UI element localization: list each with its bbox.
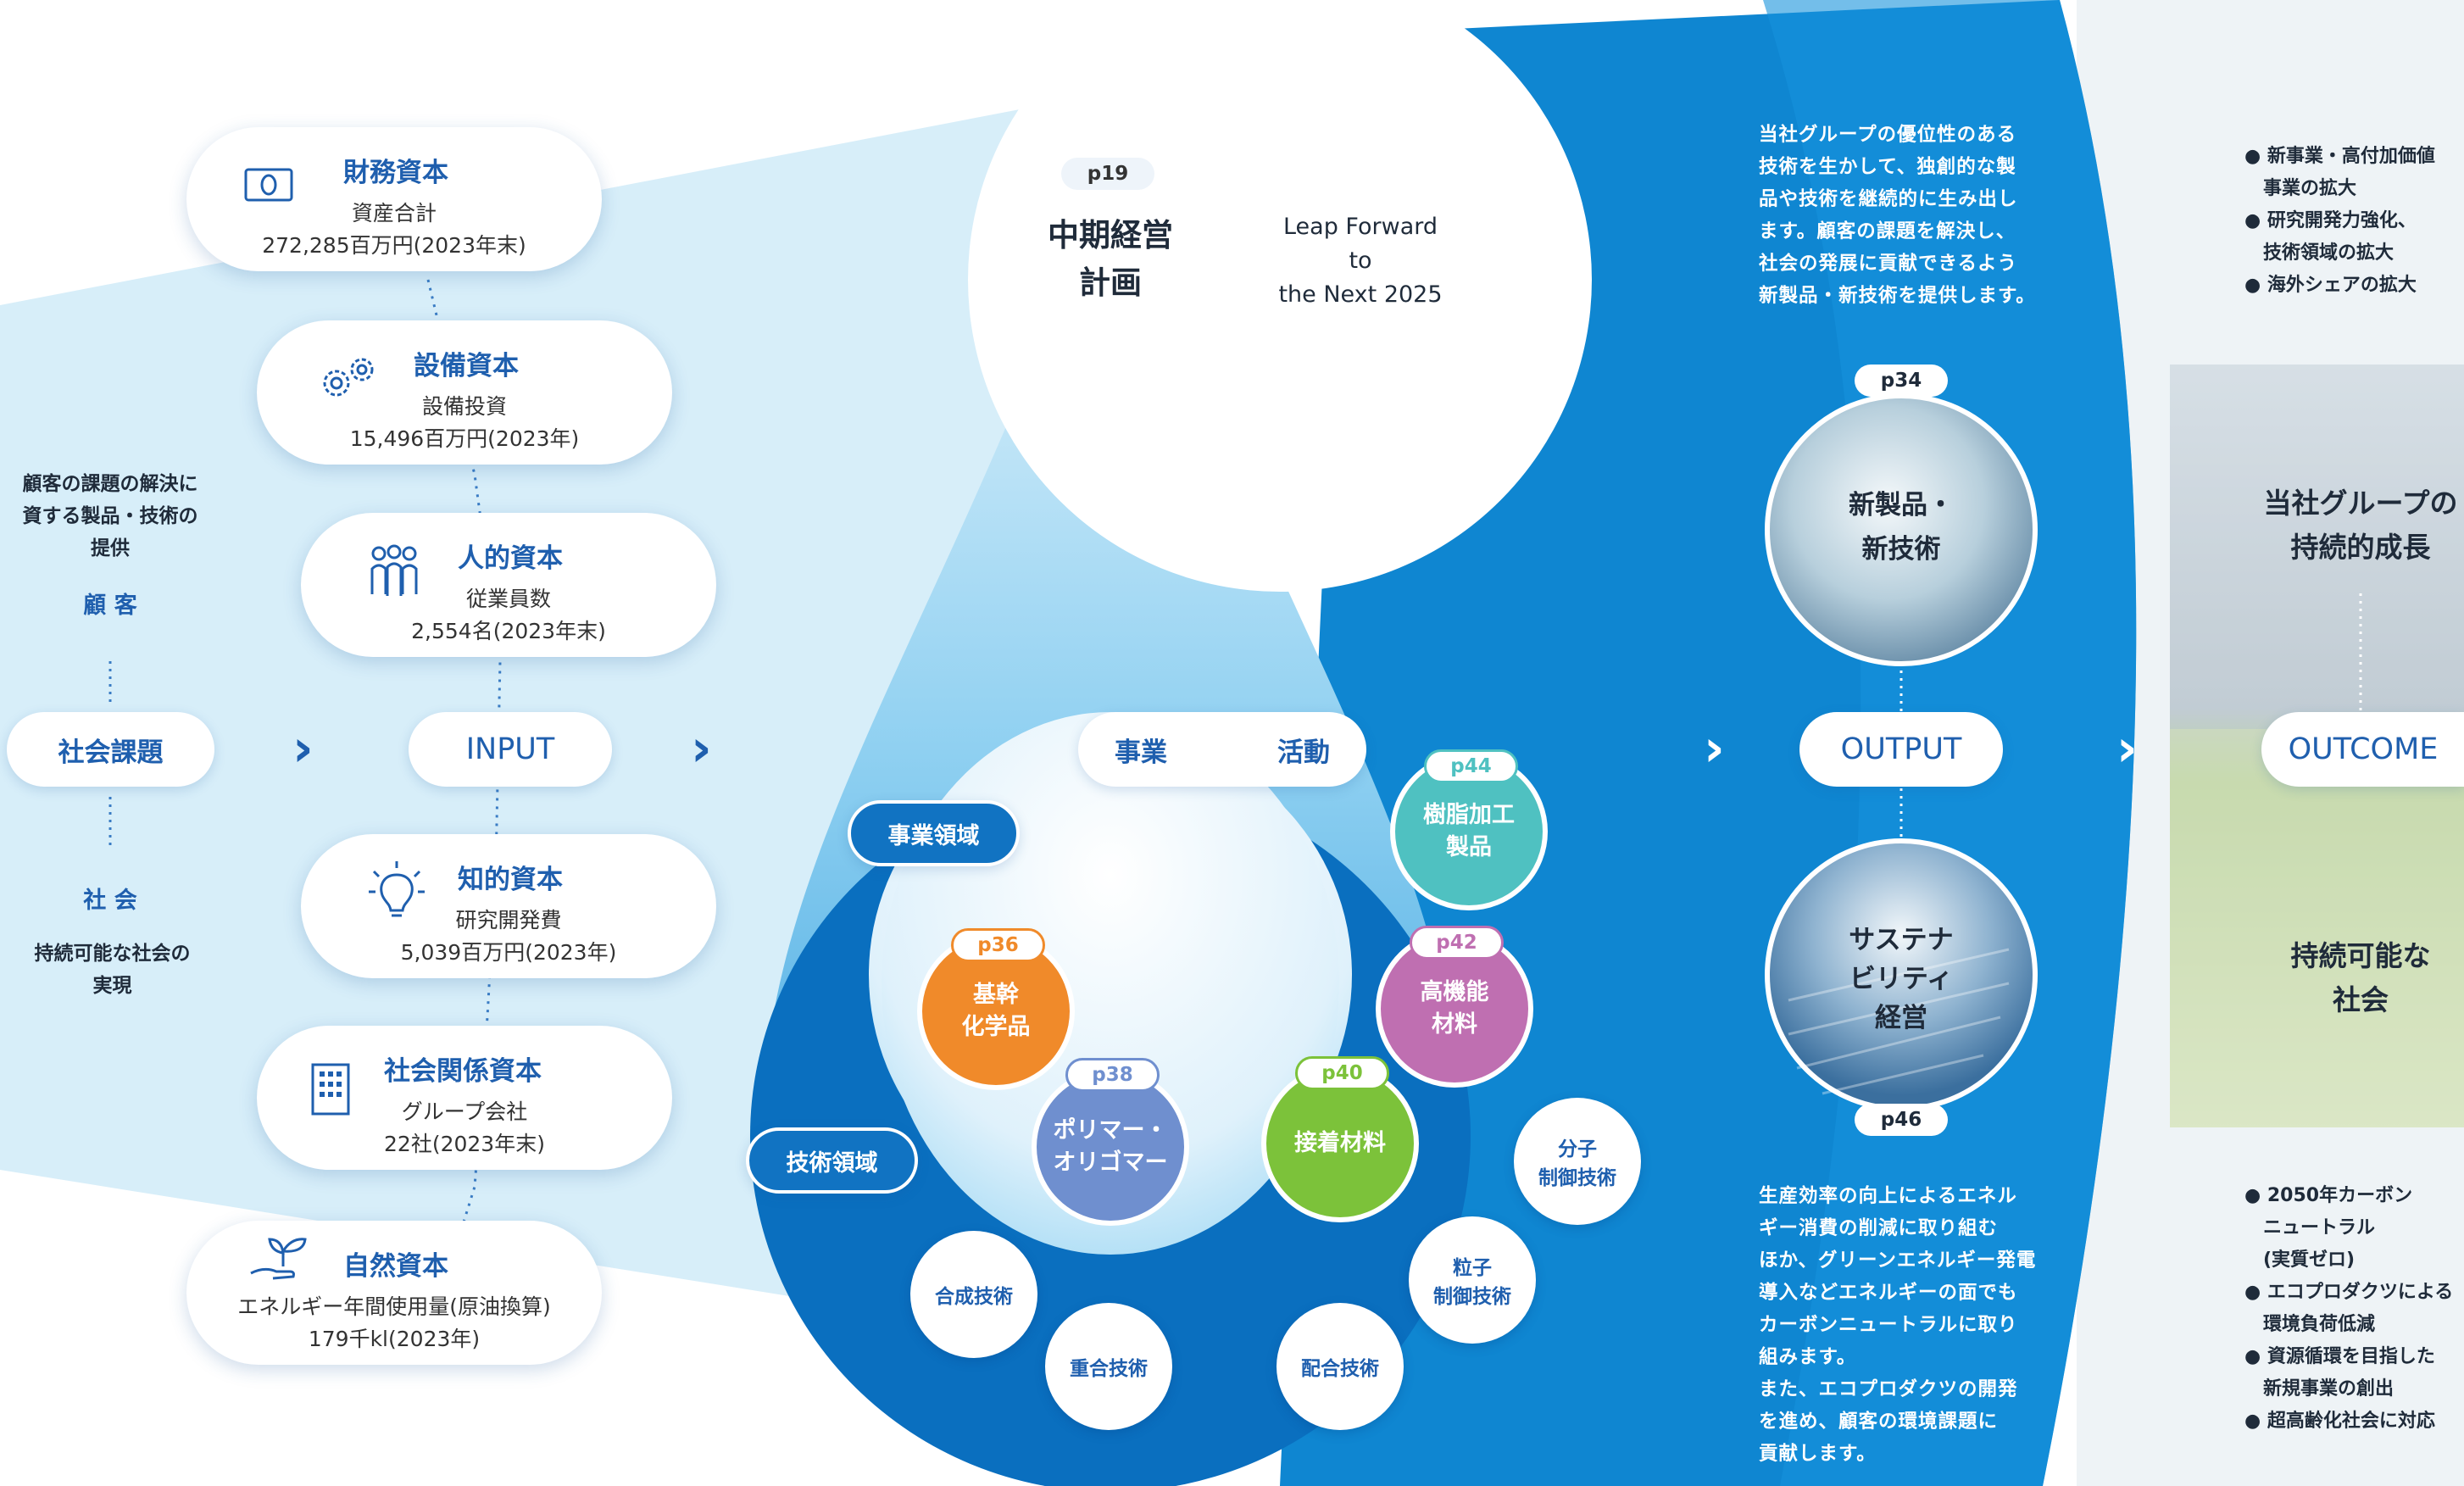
outcome-growth-title: 当社グループの 持続的成長: [2263, 487, 2458, 564]
segment-page-badge: p36: [951, 928, 1045, 962]
social-issue-description: 顧客の課題の解決に 資する製品・技術の 提供: [22, 473, 198, 559]
outcome-bullet: ● 超高齢化社会に対応: [2244, 1411, 2435, 1432]
capital-metric-value: 2,554名(2023年末): [411, 619, 606, 643]
sprout-hand-icon: [250, 1238, 307, 1280]
capital-title: 財務資本: [343, 158, 448, 188]
outcome-bullet: ● 2050年カーボン ニュートラル (実質ゼロ): [2244, 1185, 2413, 1271]
tech-circle-molecular-control: 分子 制御技術: [1514, 1098, 1641, 1225]
sustainability-description: 生産効率の向上によるエネル ギー消費の削減に取り組む ほか、グリーンエネルギー発…: [1759, 1185, 2037, 1465]
outcome-bullets-top: ● 新事業・高付加価値 事業の拡大 ● 研究開発力強化、 技術領域の拡大 ● 海…: [2244, 141, 2461, 302]
plan-circle: [968, 0, 1592, 592]
capital-title: 社会関係資本: [384, 1056, 542, 1087]
segment-page-badge: p38: [1065, 1058, 1160, 1092]
lightbulb-icon: [369, 861, 425, 917]
outcome-label: OUTCOME: [2288, 732, 2439, 766]
segment-circle-resin: 樹脂加工 製品: [1390, 753, 1548, 910]
tech-label-pill: 技術領域: [746, 1127, 918, 1194]
outcome-bullets-bottom: ● 2050年カーボン ニュートラル (実質ゼロ) ● エコプロダクツによる 環…: [2244, 1180, 2463, 1438]
business-activity-pill: 事業 活動: [1078, 712, 1366, 787]
chevron-right-icon: ›: [691, 719, 712, 778]
outcome-bullet: ● 資源循環を目指した 新規事業の創出: [2244, 1346, 2435, 1400]
capital-metric-label: 研究開発費: [455, 908, 562, 932]
output-page-badge: p46: [1855, 1104, 1948, 1136]
tech-circle-synthesis: 合成技術: [910, 1231, 1037, 1358]
domain-label-pill: 事業領域: [848, 800, 1020, 866]
capital-title: 自然資本: [343, 1251, 448, 1282]
building-icon: [311, 1063, 350, 1116]
capital-metric-label: エネルギー年間使用量(原油換算): [237, 1294, 551, 1319]
outcome-bullet: ● 海外シェアの拡大: [2244, 275, 2417, 296]
tech-circle-formulation: 配合技術: [1276, 1303, 1404, 1430]
outcome-bullet: ● 研究開発力強化、 技術領域の拡大: [2244, 210, 2417, 264]
capital-metric-value: 22社(2023年末): [384, 1132, 545, 1156]
social-issue-pill: 社会課題: [7, 712, 214, 787]
society-description: 持続可能な社会の 実現: [34, 943, 191, 997]
chevron-right-icon: ›: [1704, 719, 1725, 778]
business-label-right: 活動: [1277, 737, 1330, 768]
domain-label: 事業領域: [887, 822, 980, 849]
capital-metric-value: 272,285百万円(2023年末): [262, 233, 526, 258]
capital-card-manufactured: 設備資本 設備投資 15,496百万円(2023年): [257, 320, 672, 465]
capital-title: 知的資本: [458, 865, 563, 895]
capital-metric-value: 15,496百万円(2023年): [349, 426, 580, 451]
sustainability-title: サステナ ビリティ 経営: [1849, 925, 1954, 1033]
capital-title: 設備資本: [414, 351, 519, 381]
outcome-bullet: ● 新事業・高付加価値 事業の拡大: [2244, 146, 2435, 199]
capital-card-human: 人的資本 従業員数 2,554名(2023年末): [301, 513, 716, 657]
banknote-icon: [244, 168, 293, 202]
capital-title: 人的資本: [458, 543, 563, 574]
outcome-bullet: ● エコプロダクツによる 環境負荷低減: [2244, 1282, 2454, 1335]
input-pill: INPUT: [409, 712, 612, 787]
input-label: INPUT: [465, 732, 555, 766]
capital-metric-label: 従業員数: [465, 587, 551, 611]
people-icon: [370, 544, 418, 596]
segment-page-badge: p44: [1424, 749, 1518, 783]
capital-card-natural: 自然資本 エネルギー年間使用量(原油換算) 179千kl(2023年): [186, 1221, 602, 1365]
output-pill: OUTPUT: [1799, 712, 2003, 787]
capital-metric-value: 5,039百万円(2023年): [400, 940, 617, 965]
segment-page-badge: p40: [1295, 1056, 1389, 1090]
outcome-society-title: 持続可能な 社会: [2290, 939, 2431, 1016]
capital-card-social-relationship: 社会関係資本 グループ会社 22社(2023年末): [257, 1026, 672, 1170]
capital-card-intellectual: 知的資本 研究開発費 5,039百万円(2023年): [301, 834, 716, 978]
gears-icon: [323, 358, 374, 397]
plan-page-badge: p19: [1061, 158, 1154, 190]
capital-card-financial: 財務資本 資産合計 272,285百万円(2023年末): [186, 127, 602, 271]
capital-metric-label: 設備投資: [421, 394, 507, 419]
output-label: OUTPUT: [1840, 732, 1962, 766]
capital-metric-value: 179千kl(2023年): [308, 1327, 481, 1351]
plan-subtitle: Leap Forward to the Next 2025: [1278, 214, 1443, 308]
plan-title: 中期経営 計画: [1048, 217, 1173, 301]
capital-metric-label: 資産合計: [351, 201, 437, 225]
chevron-right-icon: ›: [292, 719, 314, 778]
tech-label: 技術領域: [786, 1149, 878, 1177]
output-page-badge: p34: [1855, 365, 1948, 397]
customer-label: 顧 客: [83, 593, 137, 619]
tech-circle-particle-control: 粒子 制御技術: [1409, 1216, 1536, 1344]
capital-metric-label: グループ会社: [401, 1099, 528, 1124]
tech-circle-polymerization: 重合技術: [1045, 1303, 1172, 1430]
segment-circle-adhesive: 接着材料: [1261, 1065, 1419, 1222]
business-label-left: 事業: [1115, 737, 1167, 768]
new-product-title: 新製品・ 新技術: [1849, 490, 1954, 565]
output-description: 当社グループの優位性のある 技術を生かして、独創的な製 品や技術を継続的に生み出…: [1759, 124, 2036, 307]
society-label: 社 会: [83, 888, 137, 914]
chevron-right-icon: ›: [2116, 719, 2138, 778]
social-issue-label: 社会課題: [58, 737, 164, 768]
segment-page-badge: p42: [1410, 926, 1504, 960]
outcome-pill: OUTCOME: [2261, 712, 2464, 787]
